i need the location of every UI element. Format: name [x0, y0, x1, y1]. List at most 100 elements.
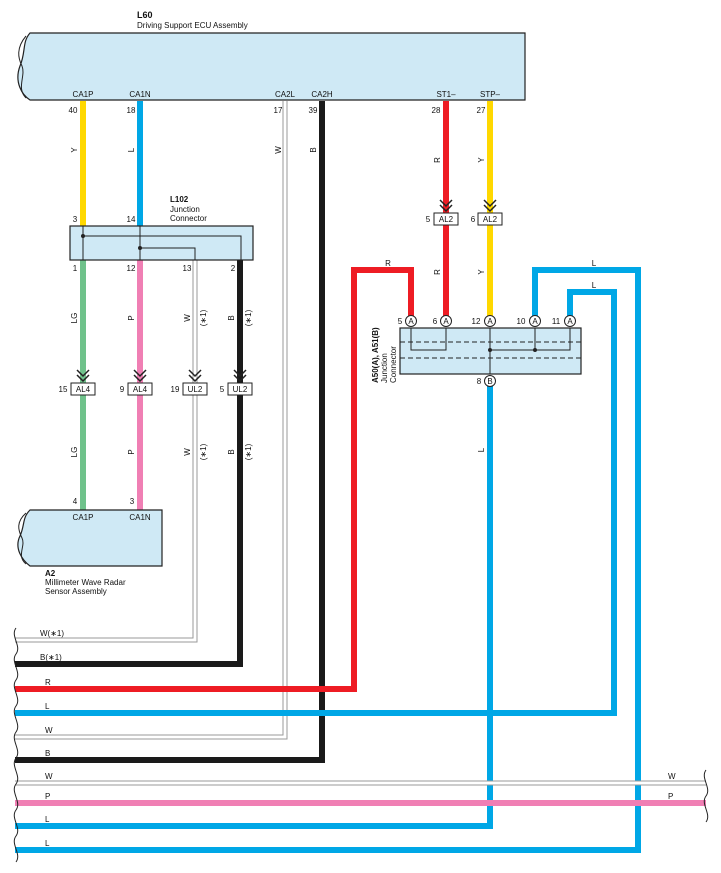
radar-sensor-a2: CA1P CA1N 4 3 A2 Millimeter Wave Radar S…: [17, 497, 163, 596]
bus-label-w3: W: [45, 772, 53, 781]
radar-name2: Sensor Assembly: [45, 587, 107, 596]
radar-pin-label-ca1p: CA1P: [73, 513, 94, 522]
svg-text:A: A: [408, 317, 414, 326]
bus-label-l2: L: [45, 815, 50, 824]
a50-pin-10: A 10: [517, 315, 541, 327]
svg-text:5: 5: [398, 317, 403, 326]
l102-pin-2: 2: [231, 264, 236, 273]
wire-label-r-st1-lower: R: [433, 269, 442, 275]
ecu-code: L60: [137, 10, 153, 20]
svg-text:19: 19: [171, 385, 180, 394]
wire-label-l-pin11: L: [592, 281, 597, 290]
l102-pin-14: 14: [127, 215, 136, 224]
bus-label-w3-right: W: [668, 772, 676, 781]
svg-text:12: 12: [472, 317, 481, 326]
inline-connector-al2-yellow: AL2 6: [471, 199, 503, 226]
a50-name2: Connector: [389, 346, 398, 383]
inline-connector-ul2-black: UL2 5: [220, 369, 253, 396]
svg-text:10: 10: [517, 317, 526, 326]
left-break-markers: [13, 627, 19, 863]
wire-st1-red: R R: [433, 101, 449, 320]
svg-text:6: 6: [471, 215, 476, 224]
wire-ca2l-white: W: [15, 101, 288, 740]
ecu-pin-num-27: 27: [477, 106, 486, 115]
wire-label-w-upper: W: [183, 314, 192, 322]
svg-text:B: B: [487, 377, 492, 386]
wire-label-y-stp-lower: Y: [477, 269, 486, 275]
wire-red-a50-bus: R: [15, 259, 414, 692]
svg-text:8: 8: [477, 377, 482, 386]
svg-text:A: A: [532, 317, 538, 326]
svg-text:AL2: AL2: [483, 215, 498, 224]
wire-ca1n-blue: L: [127, 101, 143, 226]
ecu-pin-num-40: 40: [69, 106, 78, 115]
a50-pin-8: B 8: [477, 375, 496, 387]
ecu-name: Driving Support ECU Assembly: [137, 21, 248, 30]
radar-pin-label-ca1n: CA1N: [129, 513, 151, 522]
a50-pin-12: A 12: [472, 315, 496, 327]
wire-label-w-lower: W: [183, 448, 192, 456]
l102-pin-1: 1: [73, 264, 78, 273]
ecu-pin-label-stp: STP–: [480, 90, 501, 99]
svg-text:UL2: UL2: [233, 385, 248, 394]
svg-text:A: A: [567, 317, 573, 326]
svg-text:6: 6: [433, 317, 438, 326]
wire-label-b-note-upper: (∗1): [244, 309, 253, 326]
svg-text:9: 9: [120, 385, 125, 394]
ecu-pin-num-28: 28: [432, 106, 441, 115]
wire-blue-a50-pin11: L: [15, 281, 617, 716]
bus-label-p: P: [45, 792, 50, 801]
svg-text:5: 5: [220, 385, 225, 394]
ecu-pin-label-ca1p: CA1P: [73, 90, 94, 99]
wire-label-w-note-upper: (∗1): [199, 309, 208, 326]
svg-text:A: A: [487, 317, 493, 326]
wire-label-l-pin10: L: [592, 259, 597, 268]
radar-pin-num-3: 3: [130, 497, 135, 506]
inline-connector-ul2-white: UL2 19: [171, 369, 208, 396]
wire-label-b-lower: B: [227, 449, 236, 454]
wire-label-y: Y: [70, 147, 79, 153]
svg-text:A: A: [443, 317, 449, 326]
wire-label-p-upper: P: [127, 315, 136, 320]
svg-text:11: 11: [552, 317, 561, 326]
wire-label-b-ca2h: B: [309, 147, 318, 152]
radar-code: A2: [45, 569, 56, 578]
a50-pin-5: A 5: [398, 315, 417, 327]
junction-l102-name1: Junction: [170, 205, 200, 214]
a50-name1: Junction: [380, 353, 389, 383]
right-break-markers: [703, 769, 709, 823]
wire-ca1p-yellow: Y: [70, 101, 86, 226]
ecu-pin-label-ca1n: CA1N: [129, 90, 151, 99]
wire-label-y-stp: Y: [477, 157, 486, 163]
wire-label-w-note-lower: (∗1): [199, 443, 208, 460]
junction-a50-a51: A50(A), A51(B) Junction Connector A 5 A …: [371, 315, 582, 387]
a50-code: A50(A), A51(B): [371, 327, 380, 383]
a50-pin-11: A 11: [552, 315, 576, 327]
wire-label-w-ca2l: W: [274, 146, 283, 154]
svg-text:15: 15: [59, 385, 68, 394]
ecu-pin-num-18: 18: [127, 106, 136, 115]
wire-label-b-note-lower: (∗1): [244, 443, 253, 460]
wire-label-l-pin8: L: [477, 447, 486, 452]
svg-text:5: 5: [426, 215, 431, 224]
svg-text:AL4: AL4: [133, 385, 148, 394]
bus-label-l1: L: [45, 702, 50, 711]
wire-label-p-lower: P: [127, 449, 136, 454]
wire-stp-yellow: Y Y: [477, 101, 493, 320]
wire-label-lg-upper: LG: [70, 313, 79, 324]
ecu-pin-label-st1: ST1–: [436, 90, 456, 99]
inline-connector-al4-pink: AL4 9: [120, 369, 153, 396]
ecu-pin-num-39: 39: [309, 106, 318, 115]
svg-text:UL2: UL2: [188, 385, 203, 394]
ecu-l60: L60 Driving Support ECU Assembly CA1P CA…: [17, 10, 526, 115]
l102-pin-13: 13: [183, 264, 192, 273]
radar-name1: Millimeter Wave Radar: [45, 578, 126, 587]
ecu-pin-label-ca2l: CA2L: [275, 90, 296, 99]
wire-label-l: L: [127, 147, 136, 152]
bus-label-l3: L: [45, 839, 50, 848]
inline-connector-al4-green: AL4 15: [59, 369, 96, 396]
bus-label-r: R: [45, 678, 51, 687]
radar-pin-num-4: 4: [73, 497, 78, 506]
ecu-pin-label-ca2h: CA2H: [311, 90, 333, 99]
